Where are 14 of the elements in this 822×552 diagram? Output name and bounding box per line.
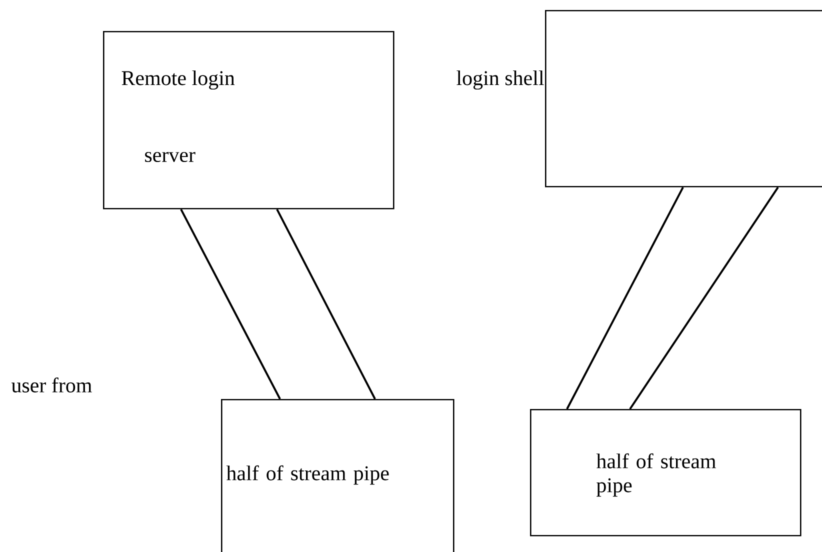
connector-line (180, 208, 281, 400)
node-text: half of stream pipe (226, 465, 389, 485)
connector-line (629, 186, 779, 410)
box (456, 10, 822, 188)
node-text: Remote login (122, 70, 235, 90)
connector-line (566, 186, 684, 410)
box (103, 31, 394, 210)
node-text: login shell (456, 70, 544, 90)
box (530, 409, 802, 536)
connector-line (276, 208, 376, 400)
side-label: user from (11, 378, 92, 392)
box (221, 399, 454, 552)
node-text: half of stream pipe (596, 453, 716, 497)
node-text: server (145, 152, 196, 162)
